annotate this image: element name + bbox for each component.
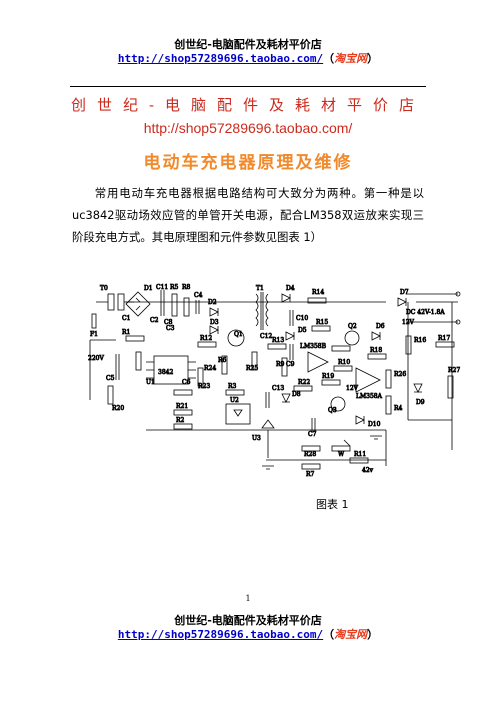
label-r15: R15: [316, 319, 328, 326]
label-r16: R16: [414, 337, 426, 344]
label-r10: R10: [338, 359, 350, 366]
label-r28: R28: [304, 451, 316, 458]
label-r23: R23: [198, 383, 210, 390]
label-d2: D2: [208, 299, 217, 306]
label-c5: C5: [106, 375, 115, 382]
banner-shop-url: http://shop57289696.taobao.com/: [143, 120, 353, 136]
label-r13: R13: [272, 337, 284, 344]
label-c6: C6: [182, 379, 191, 386]
header-paren-open: （: [323, 52, 335, 65]
label-w: W: [338, 451, 345, 458]
label-d5: D5: [298, 327, 307, 334]
label-t0: T0: [100, 285, 108, 292]
label-f1: F1: [90, 331, 98, 338]
label-r7: R7: [306, 471, 315, 478]
label-c4: C4: [194, 292, 203, 299]
header-shop-link[interactable]: http://shop57289696.taobao.com/: [117, 52, 324, 65]
label-r11: R11: [354, 451, 366, 458]
label-r5: R5: [170, 284, 179, 291]
header-link-row: http://shop57289696.taobao.com/（淘宝网）: [0, 50, 496, 66]
header-paren-close: ）: [367, 52, 379, 65]
label-r22: R22: [298, 379, 310, 386]
label-r26: R26: [394, 371, 406, 378]
banner-shop-name: 创世纪-电脑配件及耗材平价店: [70, 96, 426, 114]
label-r12: R12: [200, 335, 212, 342]
circuit-schematic: T0 D1 C11 R5 R8 C4 D2 T1 D4 R14 D7 DC 42…: [88, 284, 461, 479]
label-c2: C2: [150, 317, 159, 324]
label-u1: U1: [146, 379, 155, 386]
label-q3: Q3: [328, 407, 337, 414]
label-d4: D4: [286, 285, 295, 292]
label-r27: R27: [448, 367, 460, 374]
label-v42: 42v: [362, 467, 374, 474]
label-c7: C7: [308, 431, 317, 438]
label-r14: R14: [312, 289, 324, 296]
label-r8: R8: [182, 284, 191, 291]
label-r20: R20: [112, 405, 124, 412]
document-title: 电动车充电器原理及维修: [143, 153, 353, 173]
label-q1: Q1: [234, 331, 243, 338]
label-c10: C10: [296, 315, 308, 322]
label-d7: D7: [400, 289, 409, 296]
taobao-logo: 淘宝网: [334, 52, 368, 65]
label-c12: C12: [260, 333, 272, 340]
label-c9: C9: [286, 361, 295, 368]
label-u3: U3: [252, 435, 261, 442]
label-r2: R2: [176, 417, 185, 424]
label-lm358a: LM358A: [356, 393, 383, 400]
label-c8: C8: [164, 319, 173, 326]
label-v12a: 12V: [402, 319, 415, 326]
figure-caption: 图表 1: [316, 498, 349, 511]
label-d8: D8: [292, 391, 301, 398]
label-r17: R17: [438, 335, 450, 342]
label-q2: Q2: [348, 323, 357, 330]
footer-taobao-logo: 淘宝网: [334, 628, 368, 641]
label-u2: U2: [230, 397, 239, 404]
footer-link-row: http://shop57289696.taobao.com/（淘宝网）: [0, 626, 496, 642]
label-lm358b: LM358B: [300, 343, 327, 350]
footer-shop-link[interactable]: http://shop57289696.taobao.com/: [117, 628, 324, 641]
label-d6: D6: [376, 323, 385, 330]
label-d9: D9: [416, 399, 425, 406]
label-r21: R21: [176, 403, 188, 410]
header-divider: [70, 86, 426, 87]
header-shop-title: 创世纪-电脑配件及耗材平价店: [174, 38, 322, 51]
label-r4: R4: [394, 405, 403, 412]
footer-paren-close: ）: [367, 628, 379, 641]
footer-paren-open: （: [323, 628, 335, 641]
label-r24: R24: [204, 365, 216, 372]
footer-shop-title: 创世纪-电脑配件及耗材平价店: [174, 614, 322, 627]
label-v220: 220V: [88, 355, 104, 362]
label-d3: D3: [210, 319, 219, 326]
label-dc-out: DC 42V-1.8A: [406, 309, 445, 316]
page-number: 1: [245, 594, 251, 603]
label-t1: T1: [256, 285, 264, 292]
document-paragraph: 常用电动车充电器根据电路结构可大致分为两种。第一种是以uc3842驱动场效应管的…: [72, 186, 424, 244]
label-ic3842: 3842: [158, 369, 173, 376]
label-r3: R3: [228, 383, 237, 390]
label-r18: R18: [370, 347, 382, 354]
label-d10: D10: [368, 421, 381, 428]
label-c11: C11: [156, 284, 168, 291]
label-r1: R1: [122, 329, 130, 336]
label-r9: R9: [276, 361, 285, 368]
label-c1: C1: [122, 315, 130, 322]
label-r6: R6: [218, 357, 227, 364]
label-c3: C3: [166, 325, 175, 332]
label-r25: R25: [246, 365, 258, 372]
label-c13: C13: [272, 385, 284, 392]
label-v12b: 12V: [346, 385, 359, 392]
label-d1: D1: [144, 285, 153, 292]
label-r19: R19: [322, 373, 334, 380]
